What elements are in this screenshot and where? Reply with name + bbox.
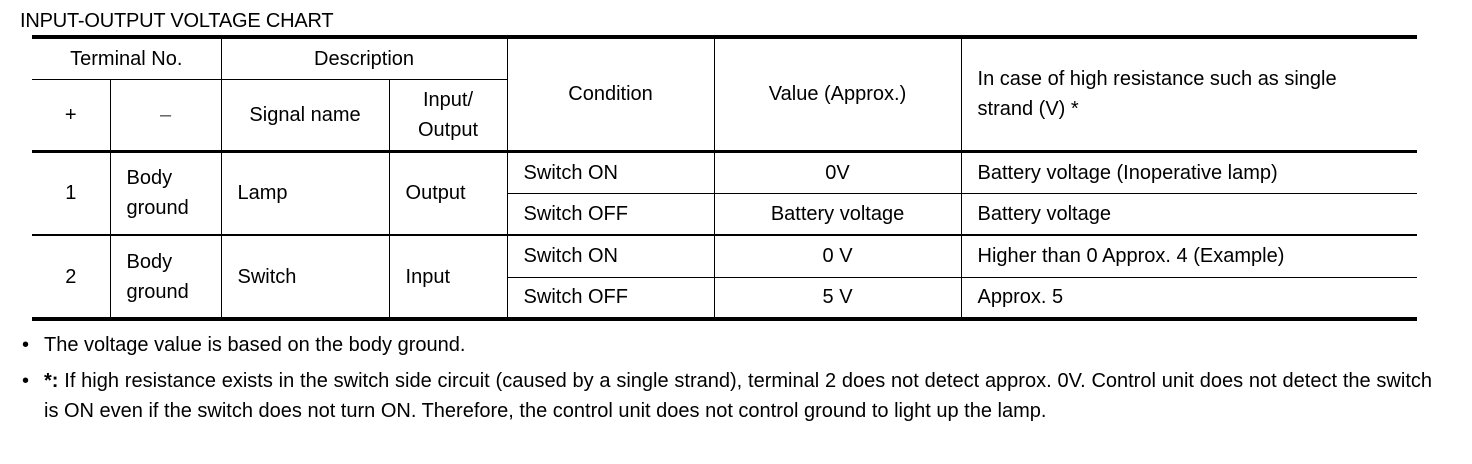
condition-cell: Switch ON	[506, 150, 715, 194]
header-input-output: Input/ Output	[388, 78, 508, 153]
header-high-resistance: In case of high resistance such as singl…	[960, 35, 1418, 153]
table-row: Switch OFF 5 V Approx. 5	[32, 276, 1418, 321]
high-resistance-cell: Higher than 0 Approx. 4 (Example)	[960, 234, 1418, 278]
input-output-cell: Input	[388, 234, 508, 321]
value-cell: Battery voltage	[713, 192, 962, 236]
header-input-output-line1: Input/	[423, 88, 474, 111]
header-row-1: Terminal No. Description Condition Value…	[32, 35, 1418, 153]
header-plus: +	[32, 78, 111, 153]
header-description: Description	[220, 35, 508, 80]
bullet-icon: •	[22, 370, 30, 392]
signal-name-cell: Switch	[220, 234, 390, 321]
terminal-minus-cell: Body ground	[109, 150, 222, 236]
condition-cell: Switch OFF	[507, 192, 715, 236]
terminal-minus-line1: Body	[126, 250, 173, 273]
value-cell: 5 V	[713, 276, 962, 321]
note-marker: *:	[44, 370, 59, 392]
note-text: The voltage value is based on the body g…	[44, 334, 466, 356]
terminal-plus-cell: 2	[32, 234, 111, 321]
condition-cell: Switch OFF	[507, 276, 715, 321]
header-terminal-no: Terminal No.	[32, 35, 222, 80]
high-resistance-cell: Battery voltage	[960, 192, 1418, 236]
input-output-cell: Output	[388, 150, 508, 236]
table-row: 1 Body ground Lamp Output Switch ON 0V B…	[32, 150, 1418, 236]
bullet-icon: •	[22, 334, 30, 356]
table-row: Switch OFF Battery voltage Battery volta…	[32, 192, 1418, 236]
terminal-minus-line2: ground	[126, 280, 189, 303]
condition-cell: Switch ON	[506, 234, 715, 278]
signal-name-cell: Lamp	[220, 150, 390, 236]
voltage-table: Terminal No. Description Condition Value…	[32, 35, 1418, 321]
note-text-wrapper: *: If high resistance exists in the swit…	[44, 370, 1432, 422]
chart-title: INPUT-OUTPUT VOLTAGE CHART	[20, 10, 334, 32]
header-value: Value (Approx.)	[713, 35, 962, 153]
header-row-2: + – Signal name Input/ Output	[32, 78, 1417, 153]
notes-list: • The voltage value is based on the body…	[22, 330, 1432, 432]
terminal-plus-cell: 1	[32, 150, 111, 236]
terminal-minus-line2: ground	[126, 197, 189, 220]
note-text: If high resistance exists in the switch …	[44, 370, 1432, 422]
header-signal-name: Signal name	[220, 78, 390, 153]
note-item: • The voltage value is based on the body…	[22, 330, 1432, 360]
high-resistance-cell: Battery voltage (Inoperative lamp)	[960, 150, 1418, 194]
high-resistance-cell: Approx. 5	[960, 276, 1418, 321]
terminal-minus-line1: Body	[126, 167, 173, 190]
terminal-minus-cell: Body ground	[109, 234, 222, 321]
note-item: • *: If high resistance exists in the sw…	[22, 366, 1432, 426]
value-cell: 0 V	[713, 234, 962, 278]
header-minus: –	[109, 78, 222, 153]
header-high-resistance-text: In case of high resistance such as singl…	[977, 68, 1337, 121]
header-input-output-line2: Output	[418, 118, 479, 141]
header-condition: Condition	[506, 35, 715, 153]
table-row: 2 Body ground Switch Input Switch ON 0 V…	[32, 234, 1418, 321]
value-cell: 0V	[713, 150, 962, 194]
